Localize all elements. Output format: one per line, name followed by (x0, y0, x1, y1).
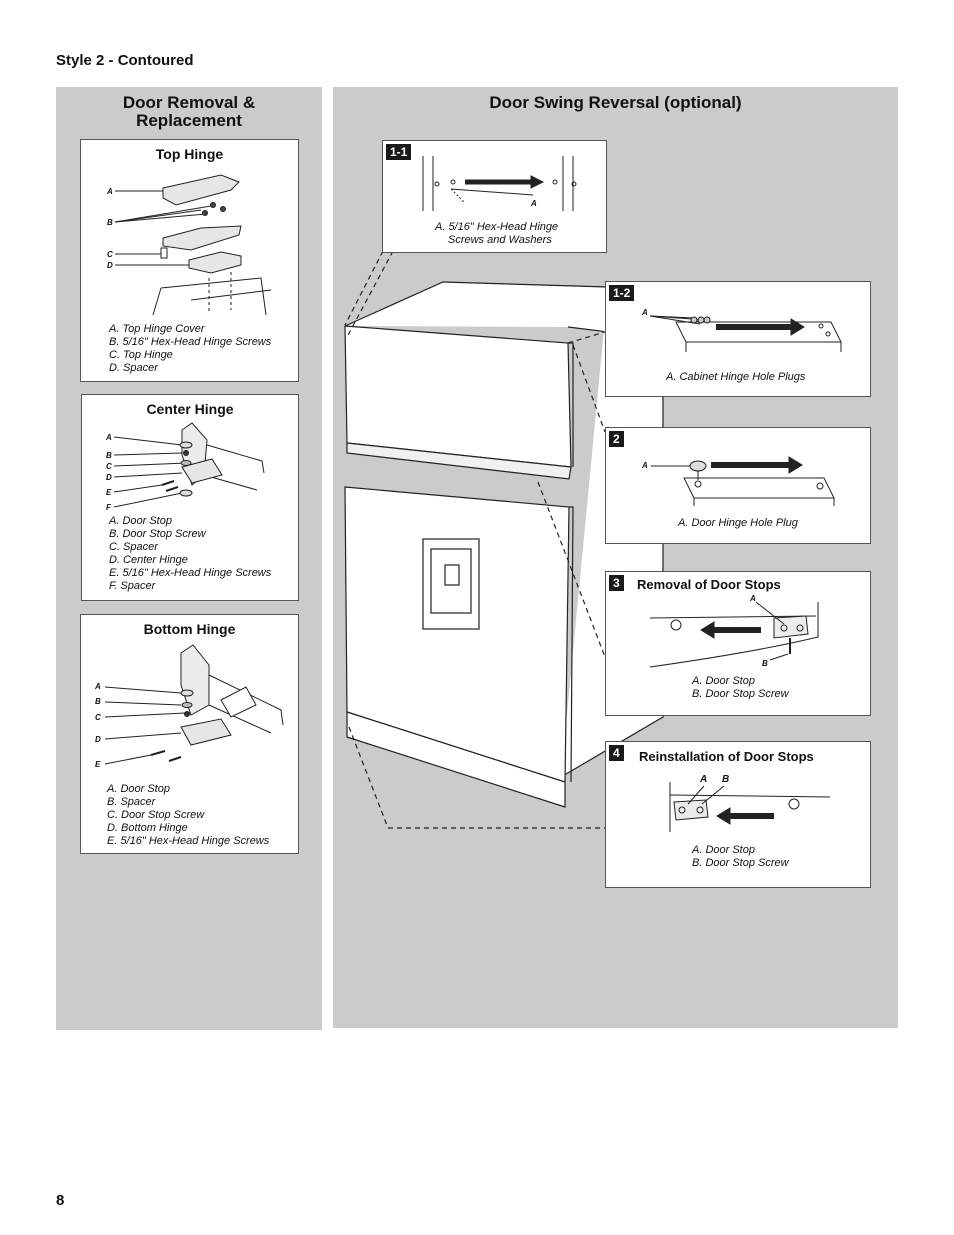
center-hinge-legend-c: C. Spacer (109, 541, 158, 553)
door-removal-title-line1: Door Removal & (122, 93, 256, 112)
top-hinge-label-d: D (107, 261, 113, 270)
door-removal-panel: Door Removal & Replacement Top Hinge A B… (56, 87, 322, 1030)
step-2-illustration (651, 456, 835, 506)
center-hinge-illustration (113, 422, 265, 508)
step-4-illustration (669, 782, 831, 832)
step-1-1-caption: A. 5/16" Hex-Head Hinge Screws and Washe… (435, 221, 558, 247)
bottom-hinge-legend-e: E. 5/16" Hex-Head Hinge Screws (107, 835, 270, 847)
bottom-hinge-legend-a: A. Door Stop (107, 783, 170, 795)
center-hinge-label-a: A (106, 433, 112, 442)
center-hinge-legend-f: F. Spacer (109, 580, 156, 592)
top-hinge-label-c: C (107, 250, 113, 259)
bottom-hinge-legend-d: D. Bottom Hinge (107, 822, 188, 834)
bottom-hinge-label-c: C (95, 713, 101, 722)
step-1-2-illustration (649, 315, 842, 352)
step-3-label-a: A (750, 594, 756, 603)
bottom-hinge-label-b: B (95, 697, 101, 706)
step-2-label-a: A (642, 461, 648, 470)
top-hinge-legend-a: A. Top Hinge Cover (109, 323, 205, 335)
door-swing-panel: Door Swing Reversal (optional) 1-1 (333, 87, 898, 1028)
center-hinge-box: Center Hinge A B C D E F A. Door Stop B.… (81, 394, 299, 601)
page-number: 8 (56, 1192, 65, 1209)
step-4-box: 4 Reinstallation of Door Stops A B A. Do… (605, 741, 871, 888)
bottom-hinge-title: Bottom Hinge (143, 621, 236, 637)
step-1-2-label-a: A (642, 308, 648, 317)
step-1-2-box: 1-2 A A. Cabinet Hinge Hole Plugs (605, 281, 871, 397)
step-1-1-caption-line2: Screws and Washers (448, 234, 552, 246)
step-4-label-a: A (700, 774, 708, 785)
bottom-hinge-illustration (104, 644, 284, 765)
step-1-2-badge: 1-2 (609, 285, 635, 301)
step-3-box: 3 Removal of Door Stops A B A. Door Stop… (605, 571, 871, 716)
center-hinge-label-b: B (106, 451, 112, 460)
step-1-1-caption-line1: A. 5/16" Hex-Head Hinge (435, 221, 559, 233)
door-removal-title: Door Removal & Replacement (56, 94, 322, 130)
center-hinge-label-c: C (106, 462, 112, 471)
top-hinge-label-b: B (107, 218, 113, 227)
top-hinge-label-a: A (107, 187, 113, 196)
top-hinge-legend: A. Top Hinge Cover B. 5/16" Hex-Head Hin… (109, 323, 271, 375)
bottom-hinge-label-a: A (95, 682, 101, 691)
step-4-title: Reinstallation of Door Stops (639, 749, 814, 764)
center-hinge-legend-a: A. Door Stop (109, 515, 172, 527)
step-1-2-caption: A. Cabinet Hinge Hole Plugs (666, 371, 806, 383)
step-4-legend: A. Door Stop B. Door Stop Screw (692, 844, 789, 870)
door-removal-title-line2: Replacement (136, 111, 242, 130)
center-hinge-legend: A. Door Stop B. Door Stop Screw C. Space… (109, 515, 271, 593)
step-1-1-illustration (422, 156, 577, 211)
bottom-hinge-legend-b: B. Spacer (107, 796, 156, 808)
center-hinge-legend-e: E. 5/16" Hex-Head Hinge Screws (109, 567, 272, 579)
center-hinge-legend-b: B. Door Stop Screw (109, 528, 206, 540)
center-hinge-label-e: E (106, 488, 112, 497)
step-1-1-box: 1-1 A A. 5/16" Hex-Head Hinge Screws and… (382, 140, 607, 253)
center-hinge-label-f: F (106, 503, 111, 512)
door-swing-title: Door Swing Reversal (optional) (489, 93, 742, 112)
step-3-legend-b: B. Door Stop Screw (692, 688, 789, 700)
step-2-caption: A. Door Hinge Hole Plug (678, 517, 798, 529)
top-hinge-title: Top Hinge (155, 146, 224, 162)
step-3-legend-a: A. Door Stop (692, 675, 755, 687)
step-3-title: Removal of Door Stops (637, 577, 781, 592)
step-1-1-label-a: A (531, 199, 537, 208)
step-3-legend: A. Door Stop B. Door Stop Screw (692, 675, 789, 701)
step-4-badge: 4 (609, 745, 624, 761)
top-hinge-legend-c: C. Top Hinge (109, 349, 173, 361)
bottom-hinge-legend: A. Door Stop B. Spacer C. Door Stop Scre… (107, 783, 269, 848)
top-hinge-legend-b: B. 5/16" Hex-Head Hinge Screws (109, 336, 272, 348)
center-hinge-title: Center Hinge (146, 401, 234, 417)
top-hinge-box: Top Hinge A B C D A. Top Hinge Cover B. … (80, 139, 299, 382)
step-2-badge: 2 (609, 431, 624, 447)
center-hinge-legend-d: D. Center Hinge (109, 554, 188, 566)
bottom-hinge-legend-c: C. Door Stop Screw (107, 809, 205, 821)
bottom-hinge-box: Bottom Hinge A B C D E A. Door Stop B. S… (80, 614, 299, 854)
step-4-legend-a: A. Door Stop (692, 844, 755, 856)
bottom-hinge-label-d: D (95, 735, 101, 744)
step-1-1-badge: 1-1 (386, 144, 412, 160)
top-hinge-legend-d: D. Spacer (109, 362, 158, 374)
top-hinge-illustration (114, 174, 272, 316)
step-3-label-b: B (762, 659, 768, 668)
step-3-illustration (649, 601, 819, 668)
section-title: Style 2 - Contoured (56, 52, 194, 69)
bottom-hinge-label-e: E (95, 760, 101, 769)
step-4-label-b: B (722, 774, 730, 785)
center-hinge-label-d: D (106, 473, 112, 482)
step-3-badge: 3 (609, 575, 624, 591)
step-2-box: 2 A A. Door Hinge Hole Plug (605, 427, 871, 544)
step-4-legend-b: B. Door Stop Screw (692, 857, 789, 869)
